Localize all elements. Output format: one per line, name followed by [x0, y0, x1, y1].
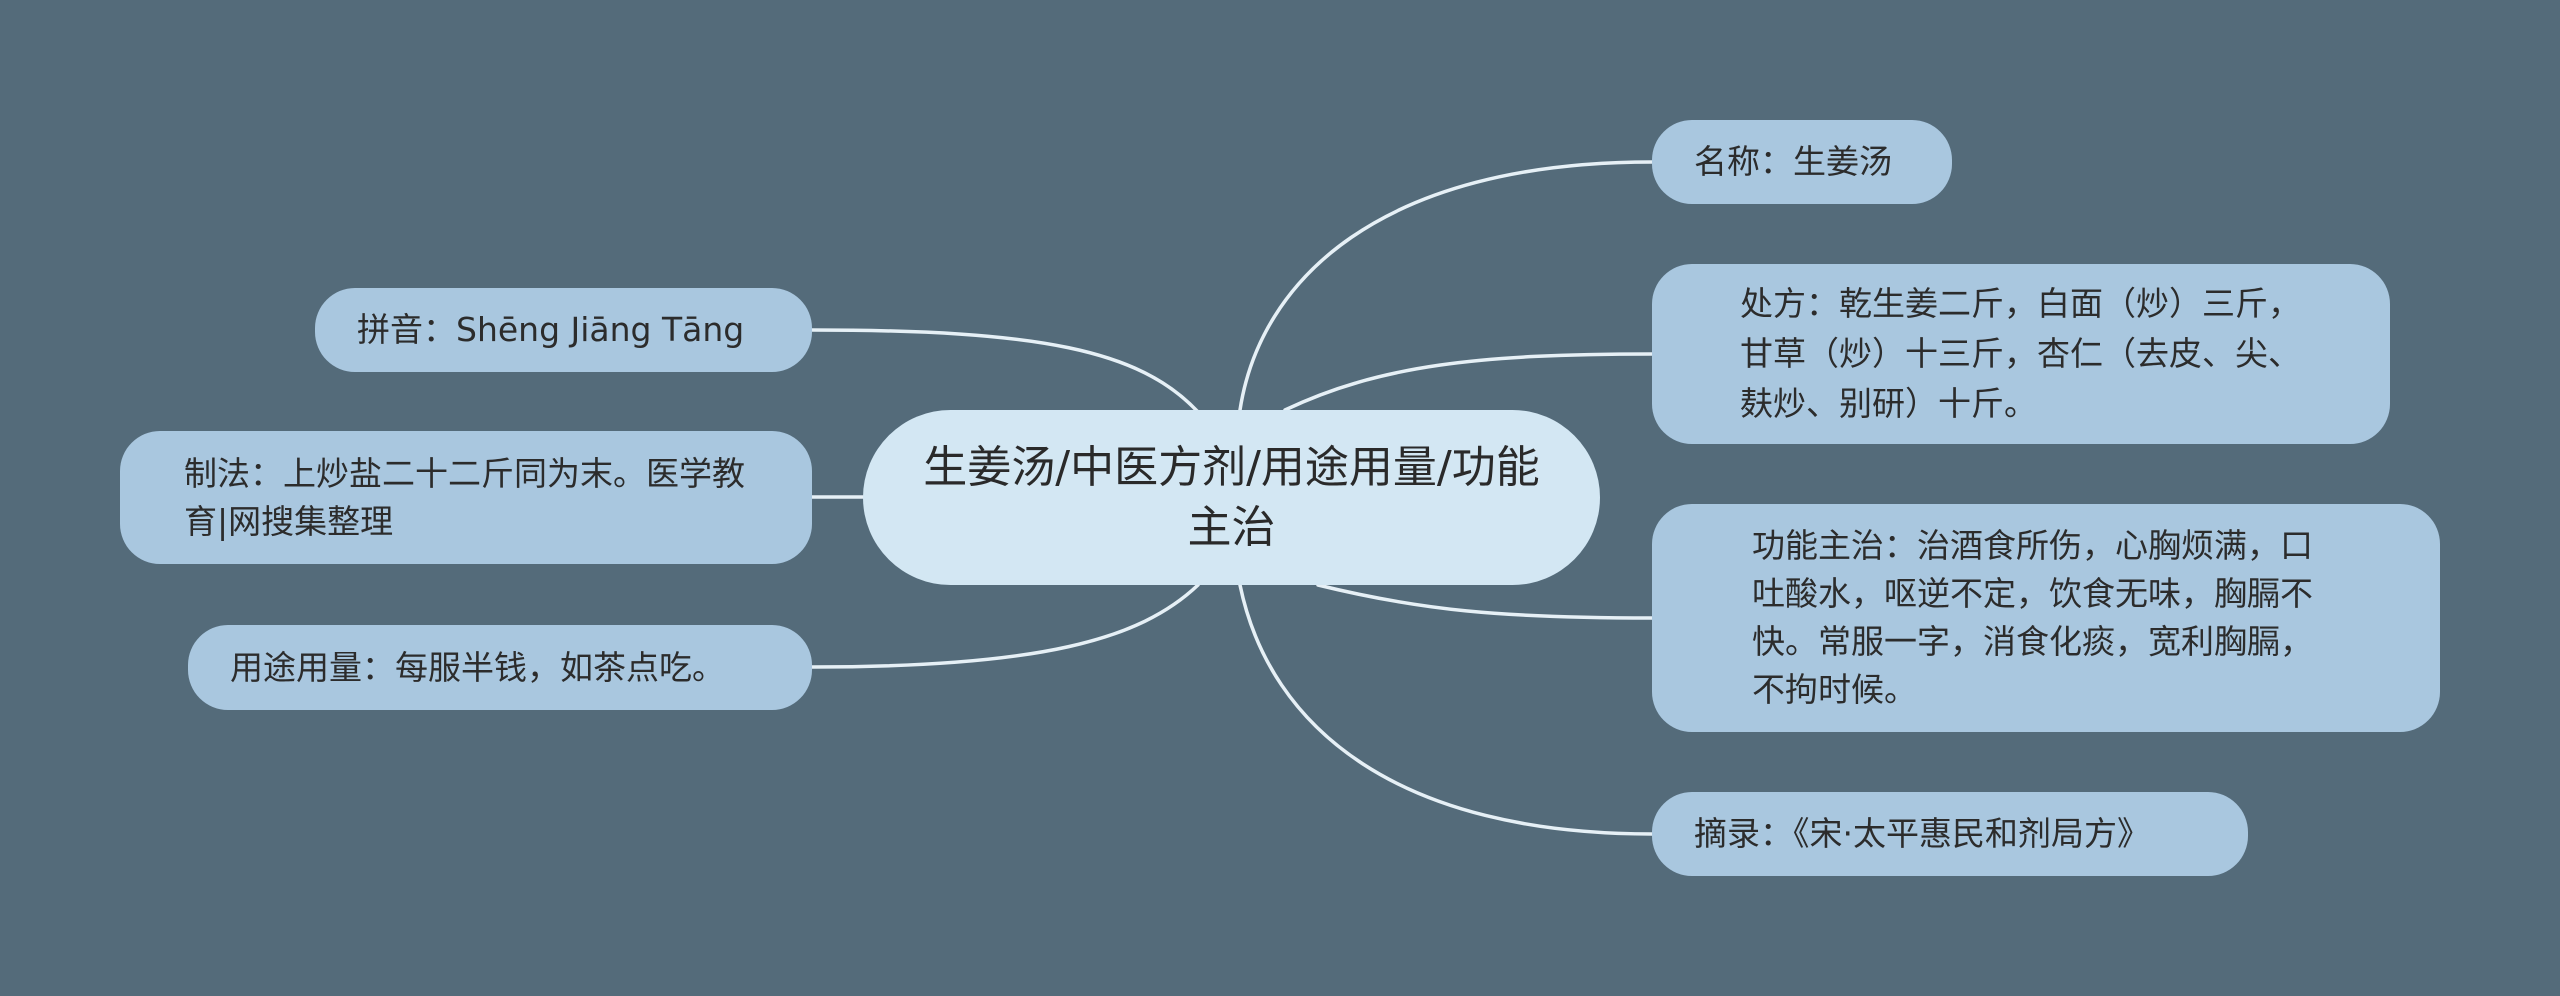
central-topic[interactable]: 生姜汤/中医方剂/用途用量/功能主治	[863, 410, 1600, 585]
node-source-label: 摘录：《宋·太平惠民和剂局方》	[1694, 814, 2150, 853]
node-pinyin-label: 拼音：Shēng Jiāng Tāng	[357, 310, 745, 349]
node-source[interactable]: 摘录：《宋·太平惠民和剂局方》	[1652, 792, 2248, 876]
node-usage-dosage[interactable]: 用途用量：每服半钱，如茶点吃。	[188, 625, 812, 710]
connector-usage	[810, 583, 1200, 669]
node-usage-dosage-label: 用途用量：每服半钱，如茶点吃。	[230, 647, 725, 687]
central-topic-label: 生姜汤/中医方剂/用途用量/功能主治	[923, 441, 1540, 553]
connector-pinyin	[810, 328, 1200, 414]
connector-recipe	[1283, 352, 1654, 412]
connector-source	[1238, 583, 1654, 836]
node-name-label: 名称：生姜汤	[1694, 142, 1892, 181]
node-name[interactable]: 名称：生姜汤	[1652, 120, 1952, 204]
node-prescription-label: 处方：乾生姜二斤，白面（炒）三斤，甘草（炒）十三斤，杏仁（去皮、尖、麸炒、别研）…	[1740, 284, 2301, 423]
node-indications[interactable]: 功能主治：治酒食所伤，心胸烦满，口吐酸水，呕逆不定，饮食无味，胸膈不快。常服一字…	[1652, 504, 2440, 732]
node-preparation[interactable]: 制法：上炒盐二十二斤同为末。医学教育|网搜集整理	[120, 431, 812, 564]
node-indications-label: 功能主治：治酒食所伤，心胸烦满，口吐酸水，呕逆不定，饮食无味，胸膈不快。常服一字…	[1752, 526, 2313, 709]
node-preparation-label: 制法：上炒盐二十二斤同为末。医学教育|网搜集整理	[184, 453, 745, 541]
connector-func	[1316, 583, 1654, 620]
node-pinyin[interactable]: 拼音：Shēng Jiāng Tāng	[315, 288, 812, 372]
node-prescription[interactable]: 处方：乾生姜二斤，白面（炒）三斤，甘草（炒）十三斤，杏仁（去皮、尖、麸炒、别研）…	[1652, 264, 2390, 444]
connector-name	[1238, 160, 1654, 412]
